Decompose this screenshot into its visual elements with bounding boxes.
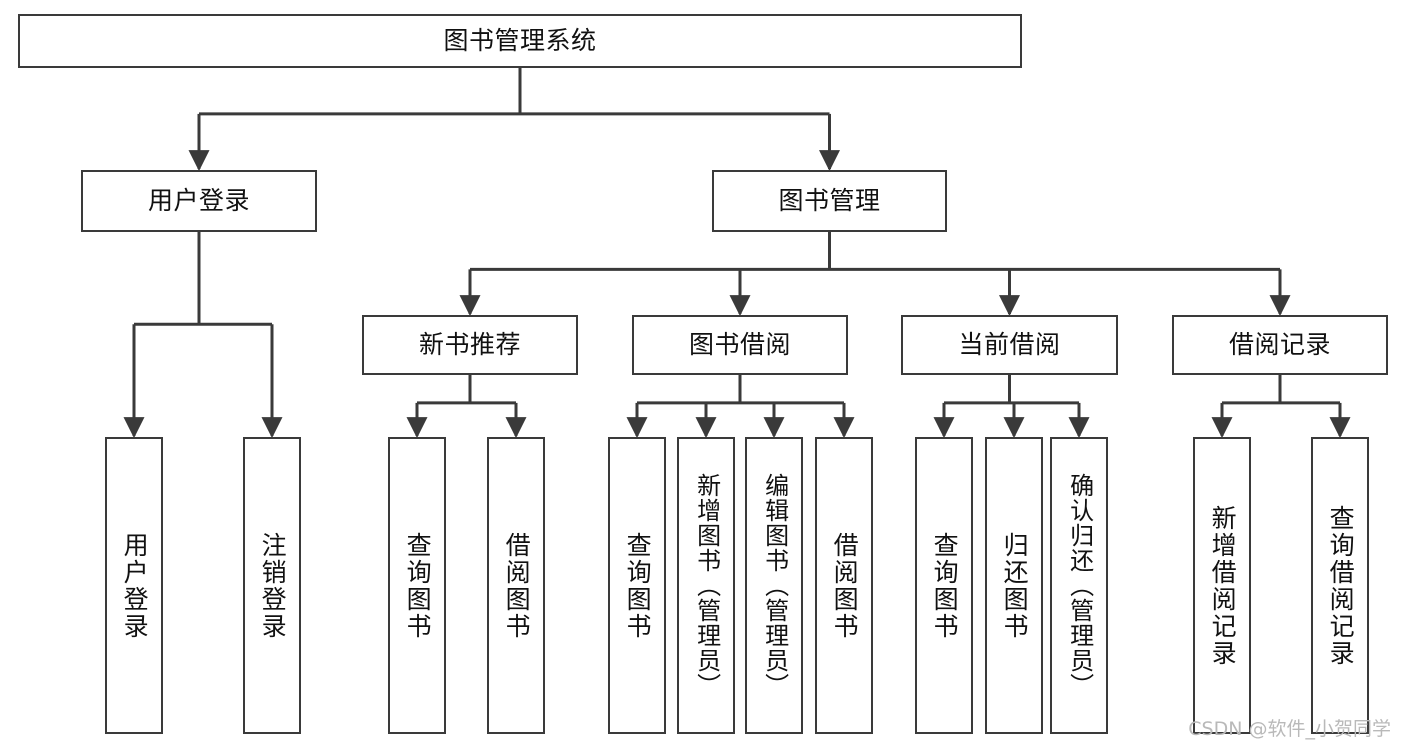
node-label: 用户登录 (120, 531, 150, 640)
node-label: 借阅图书 (830, 531, 860, 640)
node-leaf-user-login[interactable]: 用户登录 (105, 437, 163, 734)
node-label: 借阅记录 (1228, 329, 1331, 359)
node-leaf-return-book[interactable]: 归还图书 (985, 437, 1043, 734)
node-leaf-query-book-3[interactable]: 查询图书 (915, 437, 973, 734)
node-leaf-confirm-return[interactable]: 确认归还（管理员） (1050, 437, 1108, 734)
node-label: 查询借阅记录 (1326, 504, 1356, 667)
csdn-watermark: CSDN @软件_小贺同学 (1188, 718, 1391, 740)
node-leaf-add-book[interactable]: 新增图书（管理员） (677, 437, 735, 734)
node-label: 图书管理 (778, 185, 881, 215)
node-label: 新增图书（管理员） (692, 473, 721, 698)
node-user-login[interactable]: 用户登录 (81, 170, 317, 232)
node-label: 编辑图书（管理员） (760, 473, 789, 698)
node-label: 查询图书 (930, 531, 960, 640)
node-leaf-user-logout[interactable]: 注销登录 (243, 437, 301, 734)
node-leaf-borrow-book-2[interactable]: 借阅图书 (815, 437, 873, 734)
node-label: 确认归还（管理员） (1065, 473, 1094, 698)
node-leaf-query-book-1[interactable]: 查询图书 (388, 437, 446, 734)
node-leaf-borrow-book-1[interactable]: 借阅图书 (487, 437, 545, 734)
node-label: 用户登录 (147, 185, 250, 215)
node-new-book-recommend[interactable]: 新书推荐 (362, 315, 578, 375)
node-label: 新增借阅记录 (1208, 504, 1238, 667)
node-label: 查询图书 (623, 531, 653, 640)
node-leaf-edit-book[interactable]: 编辑图书（管理员） (745, 437, 803, 734)
node-book-manage[interactable]: 图书管理 (712, 170, 947, 232)
node-label: 归还图书 (1000, 531, 1030, 640)
node-label: 查询图书 (403, 531, 433, 640)
node-label: 借阅图书 (502, 531, 532, 640)
node-borrow-record[interactable]: 借阅记录 (1172, 315, 1388, 375)
node-book-borrow[interactable]: 图书借阅 (632, 315, 848, 375)
node-label: 图书借阅 (688, 329, 791, 359)
node-leaf-add-record[interactable]: 新增借阅记录 (1193, 437, 1251, 734)
node-label: 当前借阅 (958, 329, 1061, 359)
node-current-borrow[interactable]: 当前借阅 (901, 315, 1118, 375)
node-label: 新书推荐 (418, 329, 521, 359)
node-label: 图书管理系统 (443, 25, 597, 55)
node-leaf-query-book-2[interactable]: 查询图书 (608, 437, 666, 734)
node-label: 注销登录 (258, 531, 288, 640)
node-root[interactable]: 图书管理系统 (18, 14, 1022, 68)
node-leaf-query-record[interactable]: 查询借阅记录 (1311, 437, 1369, 734)
